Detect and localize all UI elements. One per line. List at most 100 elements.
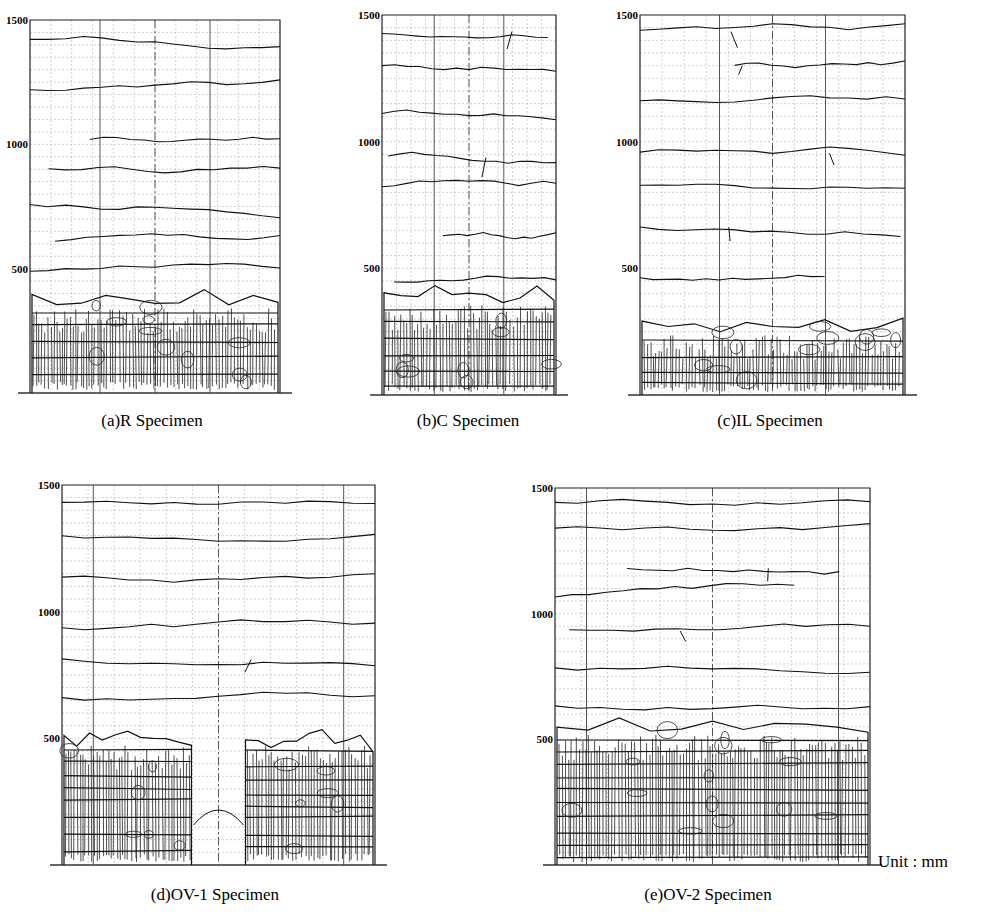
crack-branch	[507, 32, 512, 50]
crushing-band	[64, 850, 191, 852]
reinforcement-line	[838, 488, 839, 865]
crushing-hatch	[579, 749, 580, 857]
crushing-hatch	[547, 313, 549, 390]
crushing-hatch	[183, 747, 185, 861]
crack-line	[394, 276, 556, 282]
crushing-hatch	[742, 345, 743, 389]
axis-value: 1000	[530, 608, 554, 620]
crack-line	[555, 705, 870, 710]
crushing-band	[64, 833, 191, 835]
crushing-hatch	[839, 742, 841, 855]
specimen-caption: (e)OV-2 Specimen	[644, 885, 771, 905]
crushing-band	[246, 750, 373, 751]
crushing-hatch	[682, 359, 684, 385]
crushing-hatch	[701, 739, 702, 859]
crack-line	[62, 501, 375, 504]
crushing-hatch	[889, 346, 890, 389]
crushing-hatch	[106, 761, 107, 855]
crushing-hatch	[524, 325, 525, 392]
crushing-hatch	[119, 758, 121, 860]
crushing-hatch	[206, 320, 208, 389]
grid-line	[633, 488, 634, 865]
crushing-hatch	[710, 746, 711, 856]
crushing-hatch	[764, 736, 766, 857]
spall-fragment	[891, 333, 901, 348]
crushing-hatch	[794, 738, 795, 860]
spall-fragment	[232, 368, 247, 381]
crushing-hatch	[47, 317, 49, 389]
crushing-hatch	[267, 308, 269, 384]
grid-line	[640, 78, 905, 79]
crushing-hatch	[614, 747, 616, 854]
crushing-hatch	[576, 738, 577, 856]
crushing-hatch	[837, 750, 838, 861]
grid-line	[382, 40, 556, 41]
grid-line	[62, 510, 375, 511]
spall-fragment	[704, 770, 714, 782]
crushing-hatch	[44, 332, 45, 388]
crushing-hatch	[140, 321, 142, 385]
crushing-hatch	[135, 756, 137, 858]
crushing-band	[246, 794, 373, 796]
spalling-outline	[384, 286, 554, 395]
crack-line	[555, 499, 870, 505]
crushing-hatch	[225, 327, 226, 388]
crushing-hatch	[588, 735, 590, 857]
crushing-hatch	[108, 750, 109, 855]
specimen-panel	[543, 488, 882, 865]
axis-value: 1000	[615, 136, 639, 148]
crushing-hatch	[635, 742, 636, 856]
spall-fragment	[89, 347, 104, 365]
crushing-hatch	[786, 355, 788, 385]
spall-fragment	[496, 313, 507, 328]
grid-line	[640, 103, 905, 104]
crushing-hatch	[606, 752, 607, 857]
crack-line	[382, 65, 556, 71]
crushing-hatch	[545, 307, 546, 392]
crushing-hatch	[838, 349, 839, 387]
crushing-hatch	[859, 337, 860, 389]
crushing-hatch	[137, 767, 138, 862]
crushing-hatch	[54, 311, 56, 384]
reinforcement-line	[155, 20, 156, 393]
axis-value: 1500	[37, 479, 61, 491]
specimen-outline	[555, 488, 870, 865]
crushing-hatch	[527, 312, 528, 388]
crushing-band	[642, 382, 903, 384]
crushing-band	[246, 835, 373, 836]
grid-line	[555, 613, 870, 614]
crushing-band	[246, 806, 373, 808]
crushing-hatch	[568, 760, 570, 856]
crushing-hatch	[93, 328, 95, 385]
crushing-hatch	[258, 761, 260, 855]
grid-line	[712, 488, 713, 865]
spall-fragment	[92, 301, 100, 311]
crack-line	[735, 61, 905, 68]
crushing-hatch	[692, 344, 693, 387]
crack-line	[49, 167, 281, 173]
crushing-hatch	[812, 341, 814, 387]
spalling-outline	[246, 730, 374, 865]
spalling-outline	[557, 718, 868, 865]
grid-line	[62, 611, 375, 612]
crack-line	[640, 184, 905, 189]
crushing-hatch	[754, 758, 755, 856]
crushing-hatch	[167, 312, 168, 388]
base-line	[543, 864, 882, 865]
crushing-band	[642, 340, 903, 341]
crushing-hatch	[828, 758, 829, 861]
crushing-hatch	[826, 345, 827, 389]
spall-fragment	[125, 831, 141, 837]
crack-line	[62, 692, 375, 700]
crushing-band	[246, 816, 373, 817]
reinforcement-line	[434, 15, 435, 395]
crushing-hatch	[842, 760, 843, 856]
spall-fragment	[810, 322, 831, 332]
crushing-hatch	[628, 751, 629, 860]
crack-line	[193, 810, 243, 825]
crushing-hatch	[765, 742, 767, 856]
crack-branch	[245, 660, 251, 673]
crushing-band	[384, 338, 554, 340]
crushing-hatch	[331, 762, 333, 860]
crushing-band	[64, 749, 191, 751]
